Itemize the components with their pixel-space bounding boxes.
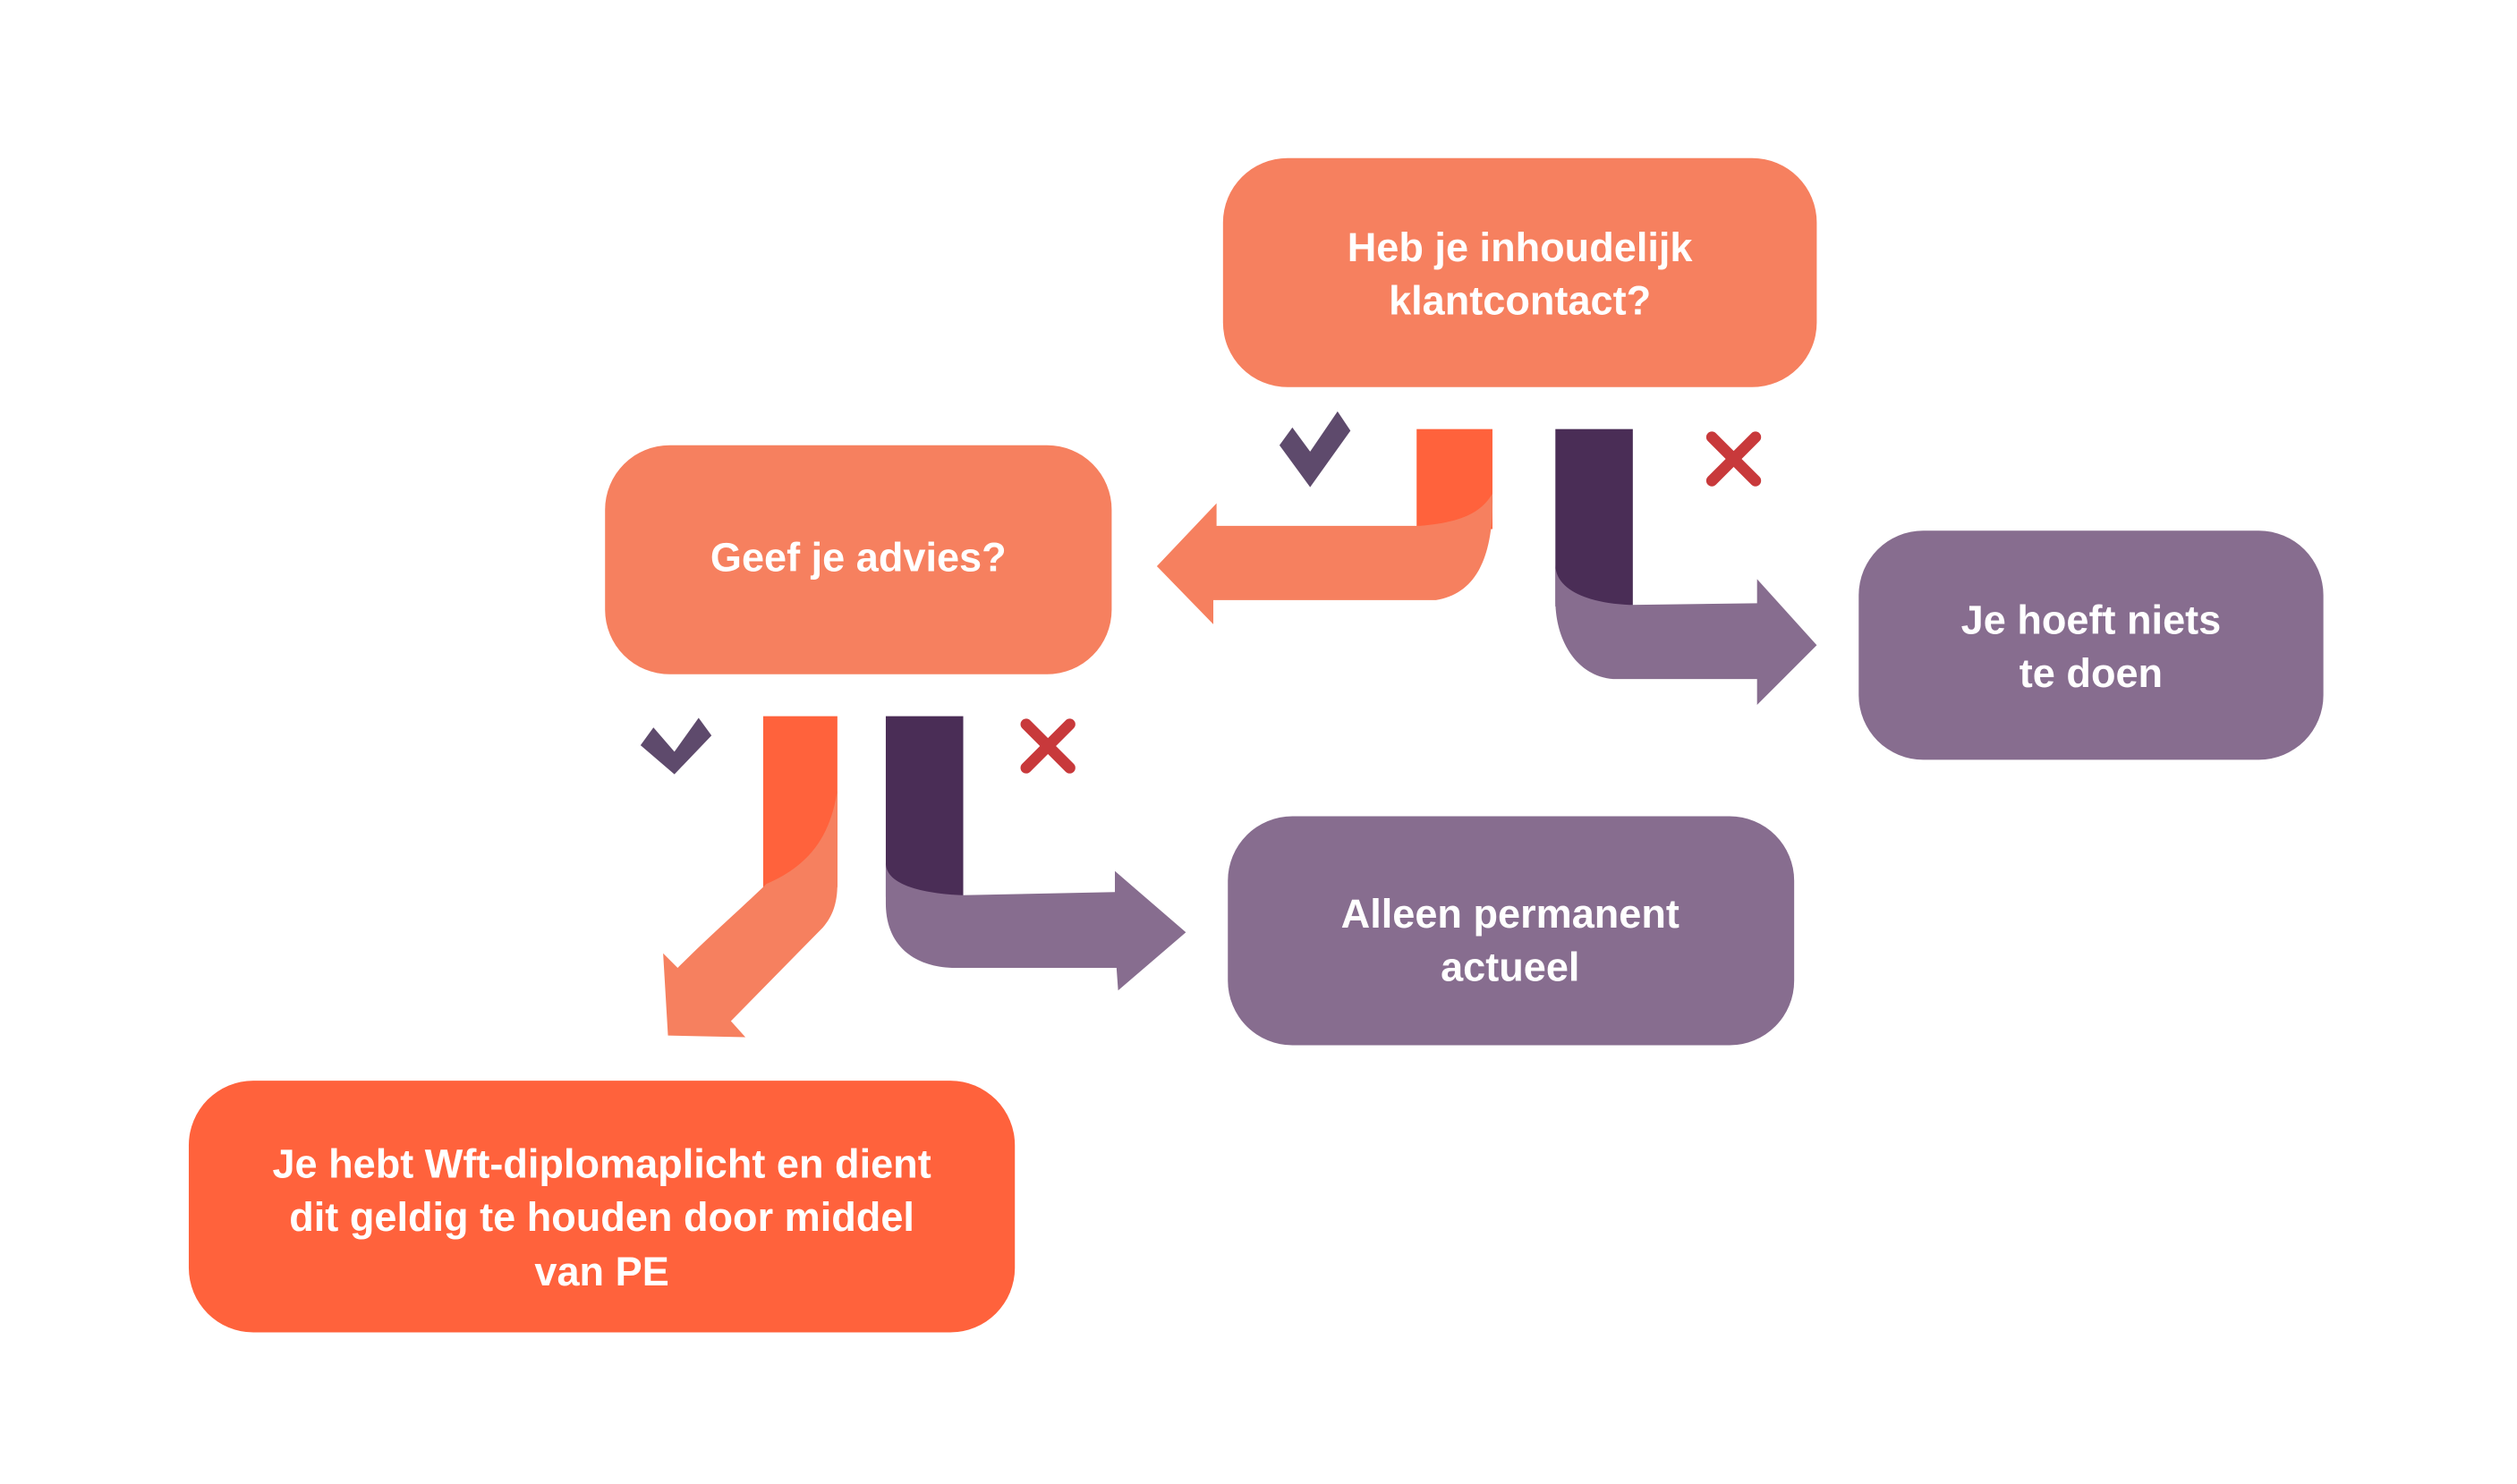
arrow-yes-q1 [1156,428,1493,624]
node-text: te doen [2020,650,2163,696]
svg-text:te doen: te doen [2020,650,2163,696]
node-text: Geef je advies? [710,534,1007,580]
node-text: van PE [534,1249,668,1294]
result-box-diplomaplicht: Je hebt Wft-diplomaplicht en dient dit g… [188,1081,1016,1333]
node-text: actueel [1441,944,1579,989]
check-icon [640,717,712,775]
node-text: dit geldig te houden door middel [289,1194,914,1240]
arrow-no-q2 [885,716,1186,991]
node-text: Heb je inhoudelijk [1348,225,1694,270]
svg-text:Je hebt Wft-diplomaplicht en d: Je hebt Wft-diplomaplicht en dient [272,1141,931,1186]
question-box-advies: Geef je advies? [605,445,1112,674]
result-box-permanent-actueel: Alleen permanent actueel [1228,816,1795,1046]
svg-text:actueel: actueel [1441,944,1579,989]
svg-text:Heb je inhoudelijk: Heb je inhoudelijk [1348,225,1694,270]
cross-icon [1020,718,1076,774]
svg-text:klantcontact?: klantcontact? [1389,278,1651,324]
node-text: Je hebt Wft-diplomaplicht en dient [272,1141,931,1186]
node-text: Je hoeft niets [1961,598,2222,643]
node-text: Alleen permanent [1341,891,1679,937]
node-text: klantcontact? [1389,278,1651,324]
check-icon [1279,411,1351,488]
cross-icon [1705,431,1762,487]
svg-text:Alleen permanent: Alleen permanent [1341,891,1679,937]
arrow-no-q1 [1555,428,1817,706]
question-box-klantcontact: Heb je inhoudelijk klantcontact? [1222,157,1817,387]
arrow-yes-q2 [663,716,838,1038]
svg-text:Je hoeft niets: Je hoeft niets [1961,598,2222,643]
result-box-niets-doen: Je hoeft niets te doen [1858,530,2324,760]
svg-text:van PE: van PE [534,1249,668,1294]
svg-text:dit geldig te houden door midd: dit geldig te houden door middel [289,1194,914,1240]
svg-text:Geef je advies?: Geef je advies? [710,534,1007,580]
